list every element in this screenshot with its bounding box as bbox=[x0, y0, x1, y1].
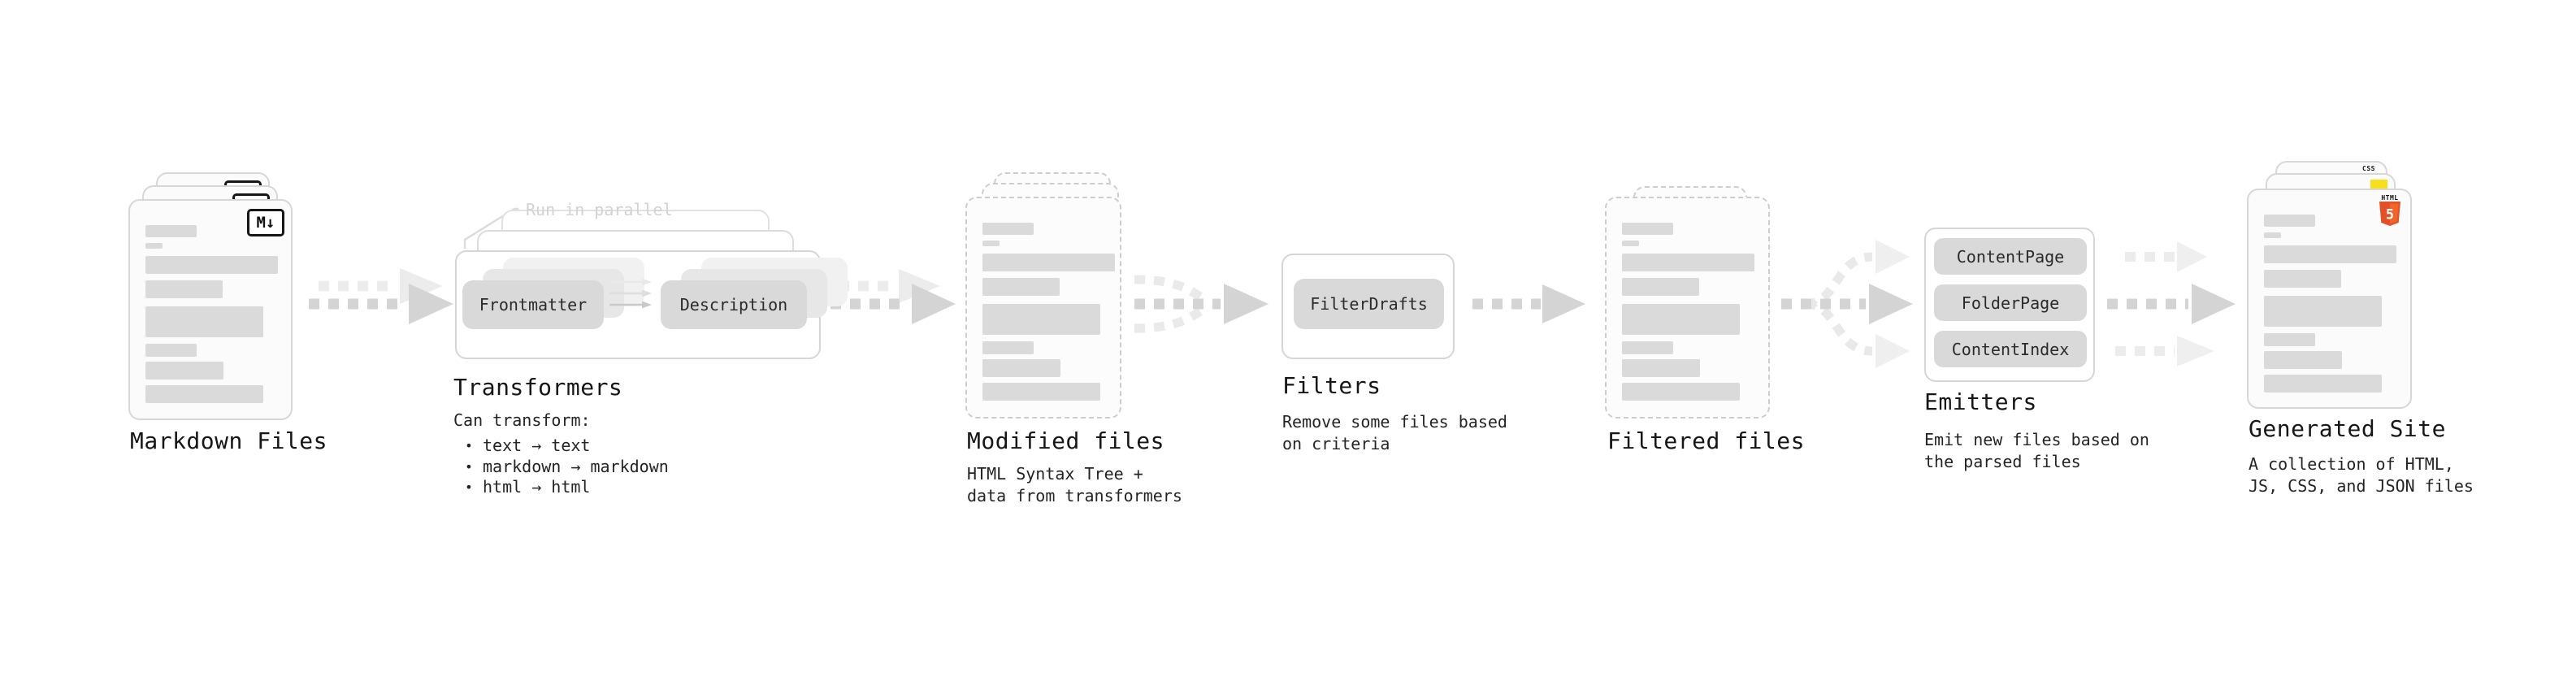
arrow-filters-to-filtered bbox=[1472, 284, 1585, 323]
modified-files-desc: HTML Syntax Tree + data from transformer… bbox=[967, 464, 1182, 505]
placeholder-text-bar bbox=[145, 306, 263, 337]
transformer-node-frontmatter: Frontmatter bbox=[462, 280, 604, 329]
transformers-bullet-list: •text → text •markdown → markdown •html … bbox=[453, 436, 669, 498]
bullet-item: •html → html bbox=[453, 477, 669, 498]
bullet-marker: • bbox=[465, 438, 473, 453]
placeholder-text-bar bbox=[145, 225, 197, 237]
filters-desc: Remove some files based on criteria bbox=[1282, 412, 1507, 453]
placeholder-text-bar bbox=[2264, 296, 2382, 327]
bullet-item: •text → text bbox=[453, 436, 669, 457]
stage-title-filtered-files: Filtered files bbox=[1607, 427, 1806, 454]
placeholder-text-bar bbox=[145, 362, 223, 380]
html5-icon: HTML 5 bbox=[2379, 194, 2400, 229]
placeholder-text-bar bbox=[2264, 351, 2342, 369]
placeholder-text-bar bbox=[1622, 304, 1740, 335]
filtered-file-card-front bbox=[1605, 197, 1770, 419]
placeholder-text-bar bbox=[982, 341, 1034, 354]
bullet-marker: • bbox=[465, 479, 473, 495]
placeholder-text-bar bbox=[982, 278, 1060, 296]
arrow-filtered-to-emitters-fanout bbox=[1781, 240, 1913, 368]
placeholder-text-bar bbox=[2264, 270, 2341, 288]
parallel-note: Run in parallel bbox=[526, 200, 673, 219]
bullet-item: •markdown → markdown bbox=[453, 457, 669, 478]
placeholder-text-bar bbox=[1622, 359, 1700, 377]
stage-title-transformers: Transformers bbox=[453, 374, 623, 401]
placeholder-text-bar bbox=[145, 256, 278, 274]
placeholder-text-bar bbox=[2264, 245, 2396, 263]
placeholder-text-bar bbox=[2264, 215, 2315, 227]
placeholder-text-bar bbox=[145, 385, 263, 403]
placeholder-text-bar bbox=[1622, 383, 1740, 401]
placeholder-text-bar bbox=[1622, 241, 1639, 246]
arrow-markdown-to-transformers bbox=[309, 268, 453, 324]
arrow-modified-to-filters-merge bbox=[1134, 275, 1268, 333]
markdown-file-card-front: M↓ bbox=[128, 199, 293, 420]
placeholder-text-bar bbox=[2264, 375, 2382, 393]
placeholder-text-bar bbox=[982, 383, 1100, 401]
transformer-node-description: Description bbox=[661, 280, 807, 329]
generated-file-card-html: HTML 5 bbox=[2247, 189, 2412, 409]
placeholder-text-bar bbox=[982, 359, 1060, 377]
modified-file-card-front bbox=[965, 197, 1121, 419]
emitter-node-folderpage: FolderPage bbox=[1934, 284, 2087, 321]
placeholder-text-bar bbox=[145, 344, 197, 357]
bullet-marker: • bbox=[465, 458, 473, 475]
parallel-step-arrows bbox=[609, 278, 652, 309]
emitter-node-contentindex: ContentIndex bbox=[1934, 331, 2087, 367]
placeholder-text-bar bbox=[982, 241, 1000, 246]
stage-title-markdown-files: Markdown Files bbox=[130, 427, 328, 454]
placeholder-text-bar bbox=[982, 254, 1115, 271]
stage-title-filters: Filters bbox=[1282, 372, 1381, 399]
placeholder-text-bar bbox=[982, 223, 1034, 235]
generated-site-desc: A collection of HTML, JS, CSS, and JSON … bbox=[2249, 454, 2474, 496]
emitters-desc: Emit new files based on the parsed files bbox=[1924, 430, 2149, 471]
js-file-icon bbox=[2370, 180, 2387, 191]
stage-title-modified-files: Modified files bbox=[967, 427, 1165, 454]
arrow-emitters-to-generated bbox=[2107, 241, 2236, 367]
placeholder-text-bar bbox=[982, 304, 1100, 335]
emitter-node-contentpage: ContentPage bbox=[1934, 238, 2087, 275]
placeholder-text-bar bbox=[2264, 333, 2315, 346]
arrow-transformers-to-modified bbox=[830, 269, 956, 324]
svg-text:5: 5 bbox=[2386, 207, 2394, 223]
placeholder-text-bar bbox=[1622, 341, 1673, 354]
placeholder-text-bar bbox=[1622, 254, 1754, 271]
placeholder-text-bar bbox=[1622, 278, 1699, 296]
transformers-desc-heading: Can transform: bbox=[453, 410, 591, 430]
filter-node-filterdrafts: FilterDrafts bbox=[1294, 279, 1444, 329]
placeholder-text-bar bbox=[145, 280, 223, 298]
stage-title-generated-site: Generated Site bbox=[2249, 415, 2447, 442]
placeholder-text-bar bbox=[2264, 232, 2281, 238]
placeholder-text-bar bbox=[1622, 223, 1673, 235]
placeholder-text-bar bbox=[145, 243, 163, 249]
stage-title-emitters: Emitters bbox=[1924, 388, 2037, 415]
markdown-icon: M↓ bbox=[247, 209, 284, 236]
